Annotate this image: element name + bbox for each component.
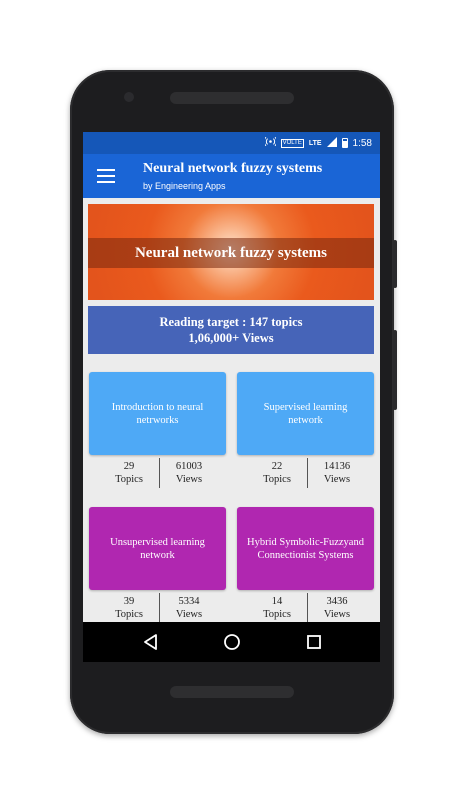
views-count: 5334 bbox=[178, 596, 200, 607]
home-circle-icon[interactable] bbox=[222, 632, 242, 652]
hotspot-icon bbox=[263, 136, 277, 150]
navigation-bar bbox=[83, 622, 380, 662]
signal-icon bbox=[326, 136, 337, 150]
views-label: Views bbox=[175, 474, 203, 485]
banner-title: Neural network fuzzy systems bbox=[88, 238, 374, 268]
reading-target-views: 1,06,000+ Views bbox=[188, 331, 274, 345]
views-label: Views bbox=[323, 609, 351, 620]
screen: VOLTE LTE 1:58 Neural network fuzzy syst… bbox=[83, 132, 380, 662]
stats-divider bbox=[159, 593, 160, 623]
topic-card-introduction[interactable]: Introduction to neural netrworks bbox=[89, 372, 226, 455]
card-title: Supervised learning network bbox=[263, 401, 348, 426]
views-count: 14136 bbox=[323, 461, 351, 472]
battery-icon bbox=[341, 138, 348, 148]
card-title: Unsupervised learning network bbox=[110, 536, 205, 561]
views-label: Views bbox=[175, 609, 203, 620]
topics-label: Topics bbox=[263, 609, 291, 620]
hamburger-menu-icon[interactable] bbox=[97, 169, 115, 183]
back-triangle-icon[interactable] bbox=[141, 632, 161, 652]
topics-count: 22 bbox=[271, 461, 283, 472]
front-camera bbox=[124, 92, 134, 102]
reading-target-topics: Reading target : 147 topics bbox=[159, 315, 303, 329]
views-label: Views bbox=[323, 474, 351, 485]
lte-label: LTE bbox=[308, 139, 322, 147]
volte-badge: VOLTE bbox=[280, 138, 304, 148]
card-title: Introduction to neural netrworks bbox=[111, 401, 204, 426]
status-bar: VOLTE LTE 1:58 bbox=[83, 132, 380, 154]
stats-divider bbox=[159, 458, 160, 488]
card-title: Hybrid Symbolic-Fuzzyand Connectionist S… bbox=[247, 536, 364, 561]
views-count: 61003 bbox=[175, 461, 203, 472]
topics-label: Topics bbox=[263, 474, 291, 485]
recents-square-icon[interactable] bbox=[304, 632, 324, 652]
stats-divider bbox=[307, 458, 308, 488]
app-bar: Neural network fuzzy systems by Engineer… bbox=[83, 154, 380, 198]
status-time: 1:58 bbox=[352, 137, 372, 149]
topics-label: Topics bbox=[115, 474, 143, 485]
stats-divider bbox=[307, 593, 308, 623]
bottom-speaker bbox=[170, 686, 294, 698]
topic-card-unsupervised[interactable]: Unsupervised learning network bbox=[89, 507, 226, 590]
topics-count: 29 bbox=[123, 461, 135, 472]
topics-count: 14 bbox=[271, 596, 283, 607]
banner: Neural network fuzzy systems bbox=[88, 204, 374, 300]
topics-label: Topics bbox=[115, 609, 143, 620]
power-button bbox=[393, 240, 397, 288]
topics-count: 39 bbox=[123, 596, 135, 607]
topic-card-hybrid[interactable]: Hybrid Symbolic-Fuzzyand Connectionist S… bbox=[237, 507, 374, 590]
reading-target: Reading target : 147 topics 1,06,000+ Vi… bbox=[88, 306, 374, 354]
top-speaker bbox=[170, 92, 294, 104]
app-title: Neural network fuzzy systems bbox=[143, 161, 323, 176]
topic-card-supervised[interactable]: Supervised learning network bbox=[237, 372, 374, 455]
views-count: 3436 bbox=[326, 596, 348, 607]
app-subtitle: by Engineering Apps bbox=[143, 181, 226, 191]
volume-button bbox=[393, 330, 397, 410]
